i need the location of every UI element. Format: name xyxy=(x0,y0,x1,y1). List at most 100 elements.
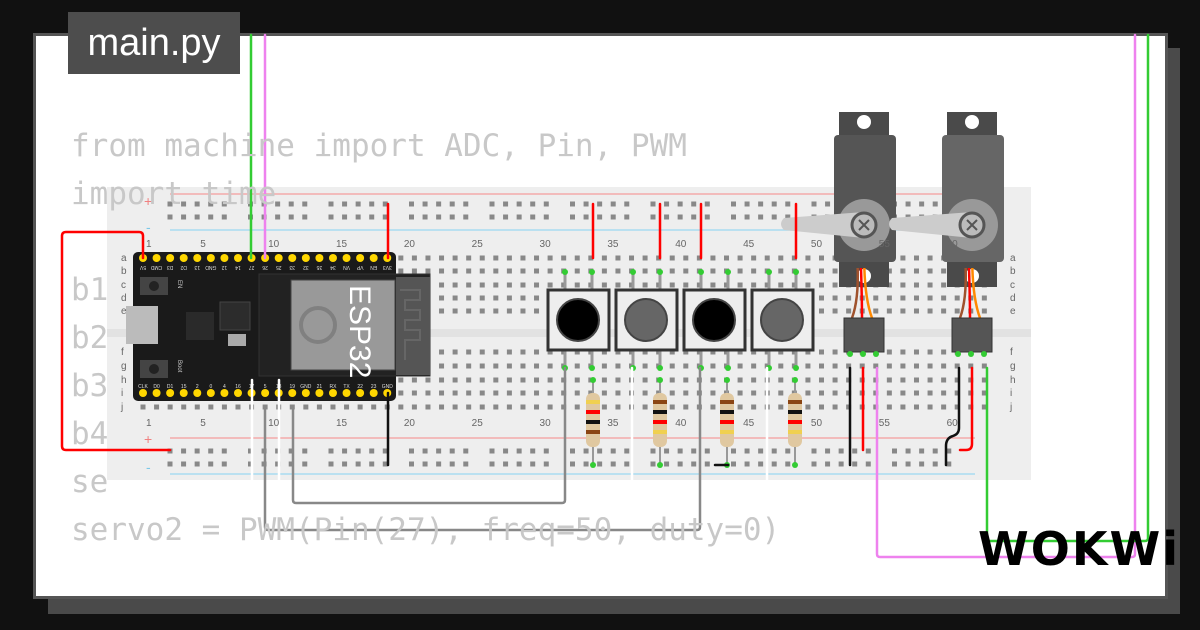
wire-pink-servo1-signal[interactable] xyxy=(875,33,1137,559)
column-label: 35 xyxy=(607,418,619,429)
connection-dot xyxy=(590,377,596,383)
rail-hole xyxy=(583,214,589,220)
wire-black-servo2-gnd[interactable] xyxy=(944,366,961,467)
rail-hole xyxy=(181,448,187,454)
esp32-devkit[interactable]: EN Boot ESP32 5VCLKCMDD0D3D1D215132GND01… xyxy=(126,252,431,401)
esp32-pin[interactable] xyxy=(301,389,310,397)
servo-motor[interactable] xyxy=(781,112,896,357)
regulator-tab xyxy=(228,334,246,346)
button-cap[interactable] xyxy=(760,298,804,342)
breadboard-hole xyxy=(846,404,852,410)
esp32-pin[interactable] xyxy=(301,254,310,262)
esp32-pin[interactable] xyxy=(342,389,351,397)
esp32-pin[interactable] xyxy=(356,389,365,397)
esp32-pin-label: 12 xyxy=(221,264,227,270)
breadboard-hole xyxy=(941,349,947,355)
wire-red-servo2-vcc[interactable] xyxy=(958,366,974,452)
esp32-pin[interactable] xyxy=(193,254,202,262)
rail-hole xyxy=(530,214,536,220)
esp32-pin[interactable] xyxy=(288,389,297,397)
resistor[interactable] xyxy=(788,377,802,468)
esp32-pin-label: 21 xyxy=(317,384,323,390)
breadboard-hole xyxy=(534,363,540,369)
wire-white[interactable] xyxy=(250,366,769,482)
breadboard-hole xyxy=(642,268,648,274)
pushbutton[interactable] xyxy=(682,269,747,371)
breadboard-hole xyxy=(805,268,811,274)
button-cap[interactable] xyxy=(692,298,736,342)
esp32-pin[interactable] xyxy=(328,254,337,262)
esp32-pin-label: 35 xyxy=(316,264,322,270)
rail-hole xyxy=(275,214,281,220)
row-label: c xyxy=(1010,280,1015,291)
esp32-pin[interactable] xyxy=(342,254,351,262)
breadboard-hole xyxy=(696,282,702,288)
rail-hole xyxy=(342,214,348,220)
esp32-pin[interactable] xyxy=(166,389,175,397)
esp32-pin[interactable] xyxy=(206,254,215,262)
esp32-module-can xyxy=(290,279,396,371)
resistor-band xyxy=(586,430,600,434)
wire-red-5v-loop[interactable] xyxy=(60,230,172,452)
esp32-pin[interactable] xyxy=(315,389,324,397)
esp32-pin[interactable] xyxy=(369,389,378,397)
resistor[interactable] xyxy=(586,377,600,468)
breadboard-hole xyxy=(832,349,838,355)
breadboard-hole xyxy=(466,295,472,301)
esp32-pin[interactable] xyxy=(261,389,270,397)
esp32-pin[interactable] xyxy=(206,389,215,397)
resistor[interactable] xyxy=(720,377,734,468)
rail-hole xyxy=(785,214,791,220)
esp32-pin[interactable] xyxy=(233,389,242,397)
esp32-pin[interactable] xyxy=(179,254,188,262)
wire-gray-button3[interactable] xyxy=(263,366,702,532)
rail-hole xyxy=(704,448,710,454)
en-button-cap xyxy=(149,281,159,291)
breadboard-hole xyxy=(859,363,865,369)
button-cap[interactable] xyxy=(556,298,600,342)
row-label: d xyxy=(121,293,127,304)
file-tab[interactable]: main.py xyxy=(68,12,240,74)
button-cap[interactable] xyxy=(624,298,668,342)
esp32-pin[interactable] xyxy=(139,389,147,397)
wire-green-servo2-signal[interactable] xyxy=(985,33,1150,543)
esp32-pin[interactable] xyxy=(166,254,175,262)
esp32-pin[interactable] xyxy=(152,389,161,397)
rail-hole xyxy=(570,448,575,454)
esp32-pin[interactable] xyxy=(220,254,229,262)
breadboard-hole xyxy=(683,377,689,383)
rail-hole xyxy=(463,448,469,454)
esp32-pin[interactable] xyxy=(233,254,242,262)
breadboard-hole xyxy=(710,377,716,383)
rail-hole xyxy=(744,214,750,220)
esp32-pin-label: 25 xyxy=(276,264,282,270)
pushbutton[interactable] xyxy=(614,269,679,371)
breadboard-hole xyxy=(398,255,404,261)
esp32-pin[interactable] xyxy=(315,254,324,262)
esp32-pin[interactable] xyxy=(356,254,365,262)
esp32-pin[interactable] xyxy=(193,389,202,397)
esp32-pin[interactable] xyxy=(179,389,188,397)
breadboard-hole xyxy=(615,404,621,410)
wire-gray-button1[interactable] xyxy=(291,366,567,505)
breadboard-hole xyxy=(466,404,472,410)
breadboard-hole xyxy=(479,255,485,261)
esp32-pin[interactable] xyxy=(152,254,161,262)
connection-dot xyxy=(725,269,731,275)
esp32-pin[interactable] xyxy=(328,389,337,397)
breadboard-hole xyxy=(615,255,621,261)
esp32-pin[interactable] xyxy=(274,254,283,262)
breadboard-hole xyxy=(873,295,879,301)
servo-motor[interactable] xyxy=(889,112,1004,357)
pushbutton[interactable] xyxy=(546,269,611,371)
breadboard-hole xyxy=(574,268,580,274)
rail-hole xyxy=(369,201,375,207)
resistor[interactable] xyxy=(653,377,667,468)
pushbutton[interactable] xyxy=(750,269,815,371)
esp32-pin[interactable] xyxy=(220,389,229,397)
rail-hole xyxy=(771,214,777,220)
breadboard-hole xyxy=(981,377,987,383)
esp32-pin[interactable] xyxy=(369,254,378,262)
esp32-pin[interactable] xyxy=(288,254,297,262)
